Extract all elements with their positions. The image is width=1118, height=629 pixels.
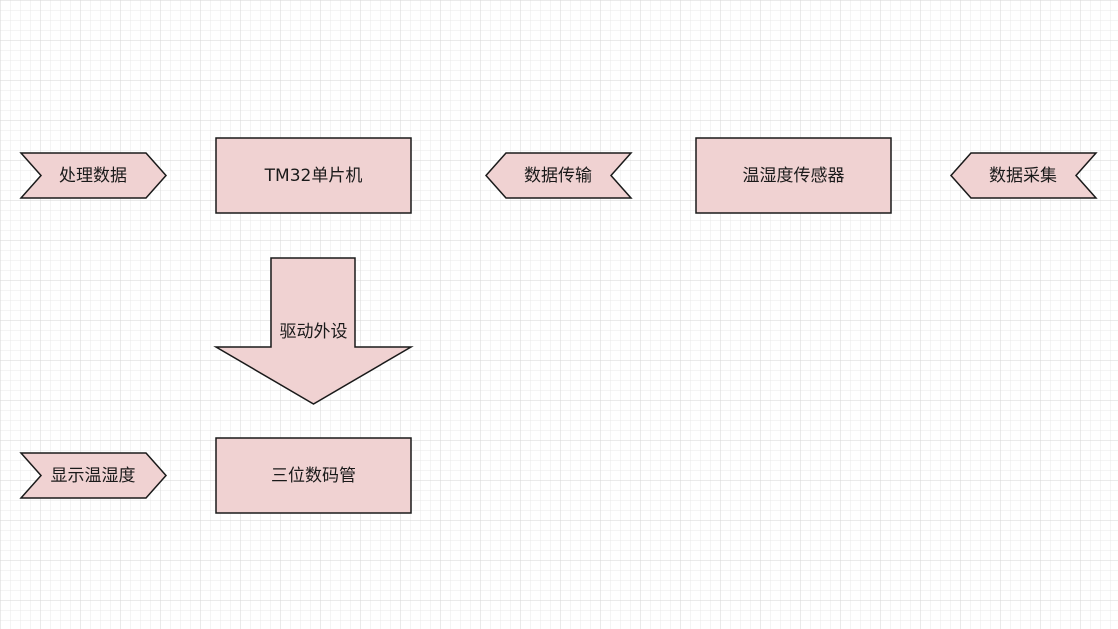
tag-shape: [19, 152, 168, 199]
node-display[interactable]: 三位数码管: [215, 437, 412, 514]
tag-process-data[interactable]: 处理数据: [19, 152, 168, 199]
down-arrow-icon: [213, 257, 414, 405]
tag-label: 数据采集: [989, 166, 1057, 186]
tag-shape: [949, 152, 1098, 199]
tag-label: 显示温湿度: [51, 466, 136, 486]
arrow-drive-peripheral[interactable]: 驱动外设: [213, 257, 414, 405]
node-mcu[interactable]: TM32单片机: [215, 137, 412, 214]
arrow-label: 驱动外设: [280, 322, 348, 342]
node-label: 温湿度传感器: [743, 166, 845, 186]
node-box: [695, 137, 892, 214]
node-box: [215, 137, 412, 214]
node-label: 三位数码管: [271, 466, 356, 486]
tag-shape: [484, 152, 633, 199]
tag-shape: [19, 452, 168, 499]
node-sensor[interactable]: 温湿度传感器: [695, 137, 892, 214]
tag-label: 处理数据: [59, 166, 127, 186]
node-label: TM32单片机: [264, 166, 363, 186]
tag-data-transfer[interactable]: 数据传输: [484, 152, 633, 199]
node-box: [215, 437, 412, 514]
tag-data-collect[interactable]: 数据采集: [949, 152, 1098, 199]
tag-label: 数据传输: [524, 166, 592, 186]
tag-show-temp-humidity[interactable]: 显示温湿度: [19, 452, 168, 499]
